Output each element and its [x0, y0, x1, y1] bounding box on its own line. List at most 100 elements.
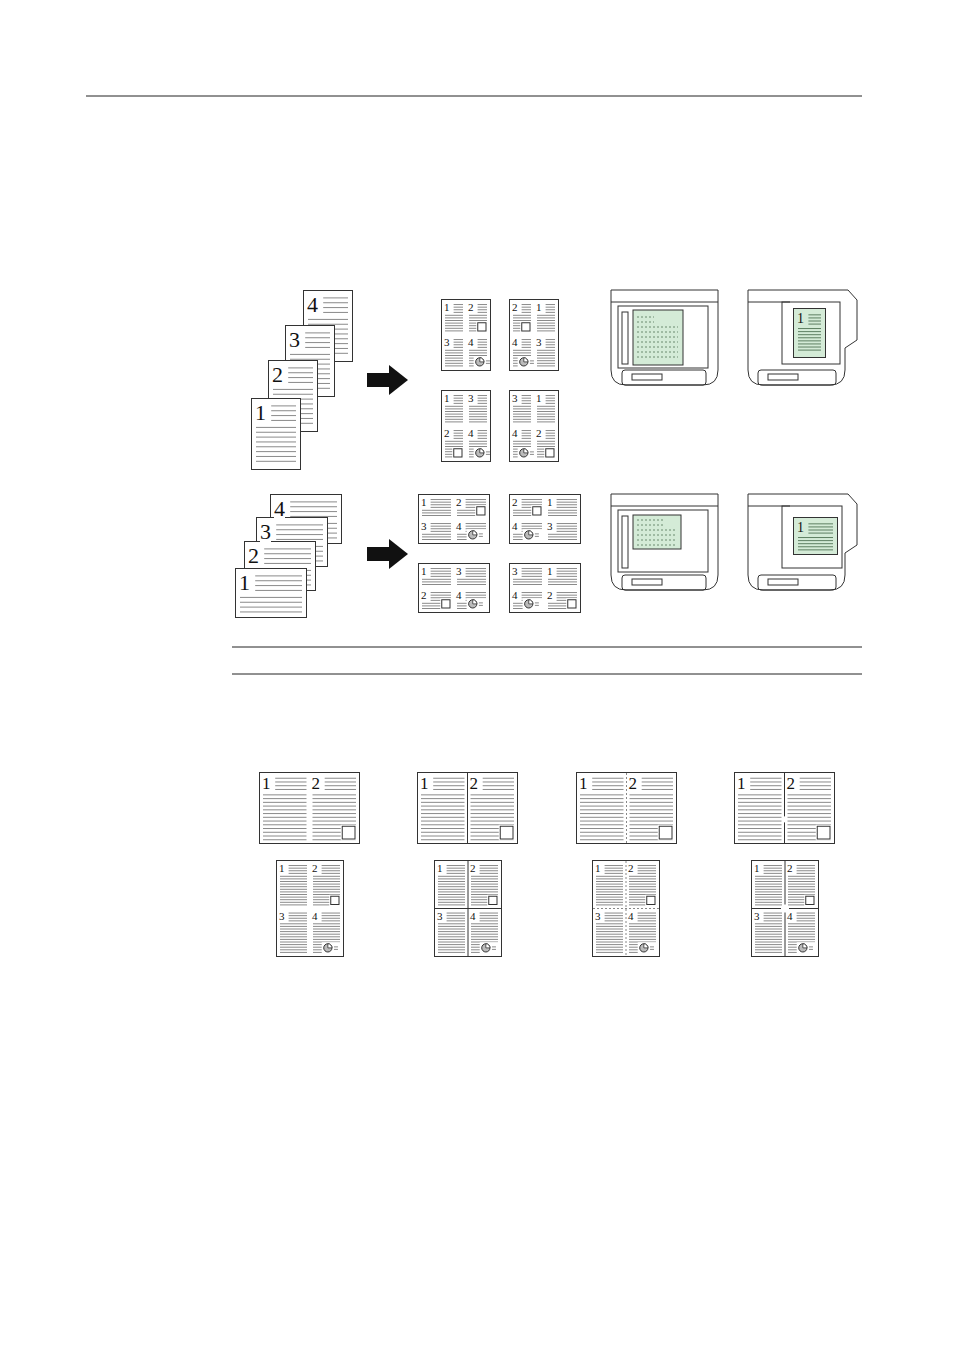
page-number: 1 [421, 566, 427, 577]
page-sheet: 12 [259, 772, 360, 844]
page-number: 2 [512, 497, 518, 508]
page-content [577, 773, 676, 843]
page-number: 4 [468, 428, 474, 439]
platen-copier [611, 494, 718, 590]
page-number: 1 [737, 775, 746, 792]
document-text [637, 520, 677, 545]
page-content [260, 773, 359, 843]
page-sheet: 1 3 2 4 [441, 390, 491, 462]
page-number: 1 [444, 393, 450, 404]
page-number: 3 [468, 393, 474, 404]
page-number: 3 [444, 337, 450, 348]
page-sheet: 3142 [509, 563, 581, 613]
page-number: 1 [444, 302, 450, 313]
page-number: 1 [797, 521, 804, 535]
page-number: 3 [421, 521, 427, 532]
page-number: 1 [536, 302, 542, 313]
page-sheet: 3142 [509, 390, 559, 462]
page-number: 2 [512, 302, 518, 313]
page-number: 2 [629, 775, 638, 792]
section-rule [232, 674, 862, 675]
page-number: 2 [444, 428, 450, 439]
page-number: 3 [437, 911, 443, 922]
page-content [735, 773, 834, 843]
page-content [593, 861, 659, 956]
page-sheet: 1 [793, 517, 838, 555]
page-sheet: 1234 [751, 860, 819, 957]
page-sheet: 2 1 4 3 [509, 299, 559, 371]
page-content [752, 861, 818, 956]
page-number: 1 [420, 775, 429, 792]
page-sheet: 2 1 4 3 [509, 494, 581, 544]
page-number: 3 [547, 521, 553, 532]
page-sheet: 1 2 3 4 [441, 299, 491, 371]
direction-arrow [367, 365, 408, 395]
page-number: 3 [289, 329, 300, 351]
platen-copier [611, 290, 718, 385]
page-number: 2 [470, 863, 476, 874]
page-number: 4 [512, 428, 518, 439]
header-rule [86, 96, 862, 97]
page-number: 1 [279, 863, 285, 874]
page-number: 1 [797, 312, 804, 326]
page-number: 4 [274, 498, 285, 520]
page-sheet: 12 [576, 772, 677, 844]
page-number: 4 [312, 911, 318, 922]
page-number: 2 [312, 775, 321, 792]
page-content [419, 564, 489, 612]
page-number: 1 [437, 863, 443, 874]
page-number: 4 [456, 590, 462, 601]
page-number: 1 [547, 566, 553, 577]
page-sheet: 12 [417, 772, 518, 844]
page-sheet: 12 [734, 772, 835, 844]
page-number: 3 [279, 911, 285, 922]
page-number: 2 [787, 775, 796, 792]
page-number: 2 [547, 590, 553, 601]
page-sheet: 1234 [592, 860, 660, 957]
page-content [419, 495, 489, 543]
page-number: 1 [579, 775, 588, 792]
direction-arrow [367, 539, 408, 569]
page-number: 3 [260, 521, 271, 543]
page-sheet: 1234 [434, 860, 502, 957]
page-number: 3 [456, 566, 462, 577]
page-sheet: 1 2 3 4 [276, 860, 344, 957]
page-content [510, 495, 580, 543]
page-number: 2 [421, 590, 427, 601]
page-number: 2 [470, 775, 479, 792]
page-number: 3 [754, 911, 760, 922]
page-number: 1 [754, 863, 760, 874]
adf-copier [748, 494, 857, 590]
page-number: 2 [272, 364, 283, 386]
page-number: 2 [628, 863, 634, 874]
page-number: 1 [421, 497, 427, 508]
page-content [277, 861, 343, 956]
page-number: 1 [536, 393, 542, 404]
section-rule [232, 647, 862, 648]
document-text [637, 317, 678, 357]
page-number: 2 [248, 545, 259, 567]
page-number: 4 [512, 337, 518, 348]
page-number: 1 [262, 775, 271, 792]
page-number: 3 [595, 911, 601, 922]
page-content [418, 773, 517, 843]
page-number: 4 [512, 521, 518, 532]
page-number: 4 [468, 337, 474, 348]
page-content [435, 861, 501, 956]
page-number: 2 [312, 863, 318, 874]
page-sheet: 1 3 2 4 [418, 563, 490, 613]
page-number: 4 [456, 521, 462, 532]
page-number: 4 [307, 294, 318, 316]
page-content [510, 564, 580, 612]
page-number: 2 [536, 428, 542, 439]
page-sheet: 1 [235, 568, 307, 618]
page-number: 1 [547, 497, 553, 508]
page-number: 2 [456, 497, 462, 508]
page-number: 2 [468, 302, 474, 313]
page-number: 1 [255, 402, 266, 424]
page-number: 3 [536, 337, 542, 348]
page-sheet: 1 [793, 308, 826, 358]
page-sheet: 1 [251, 398, 301, 470]
